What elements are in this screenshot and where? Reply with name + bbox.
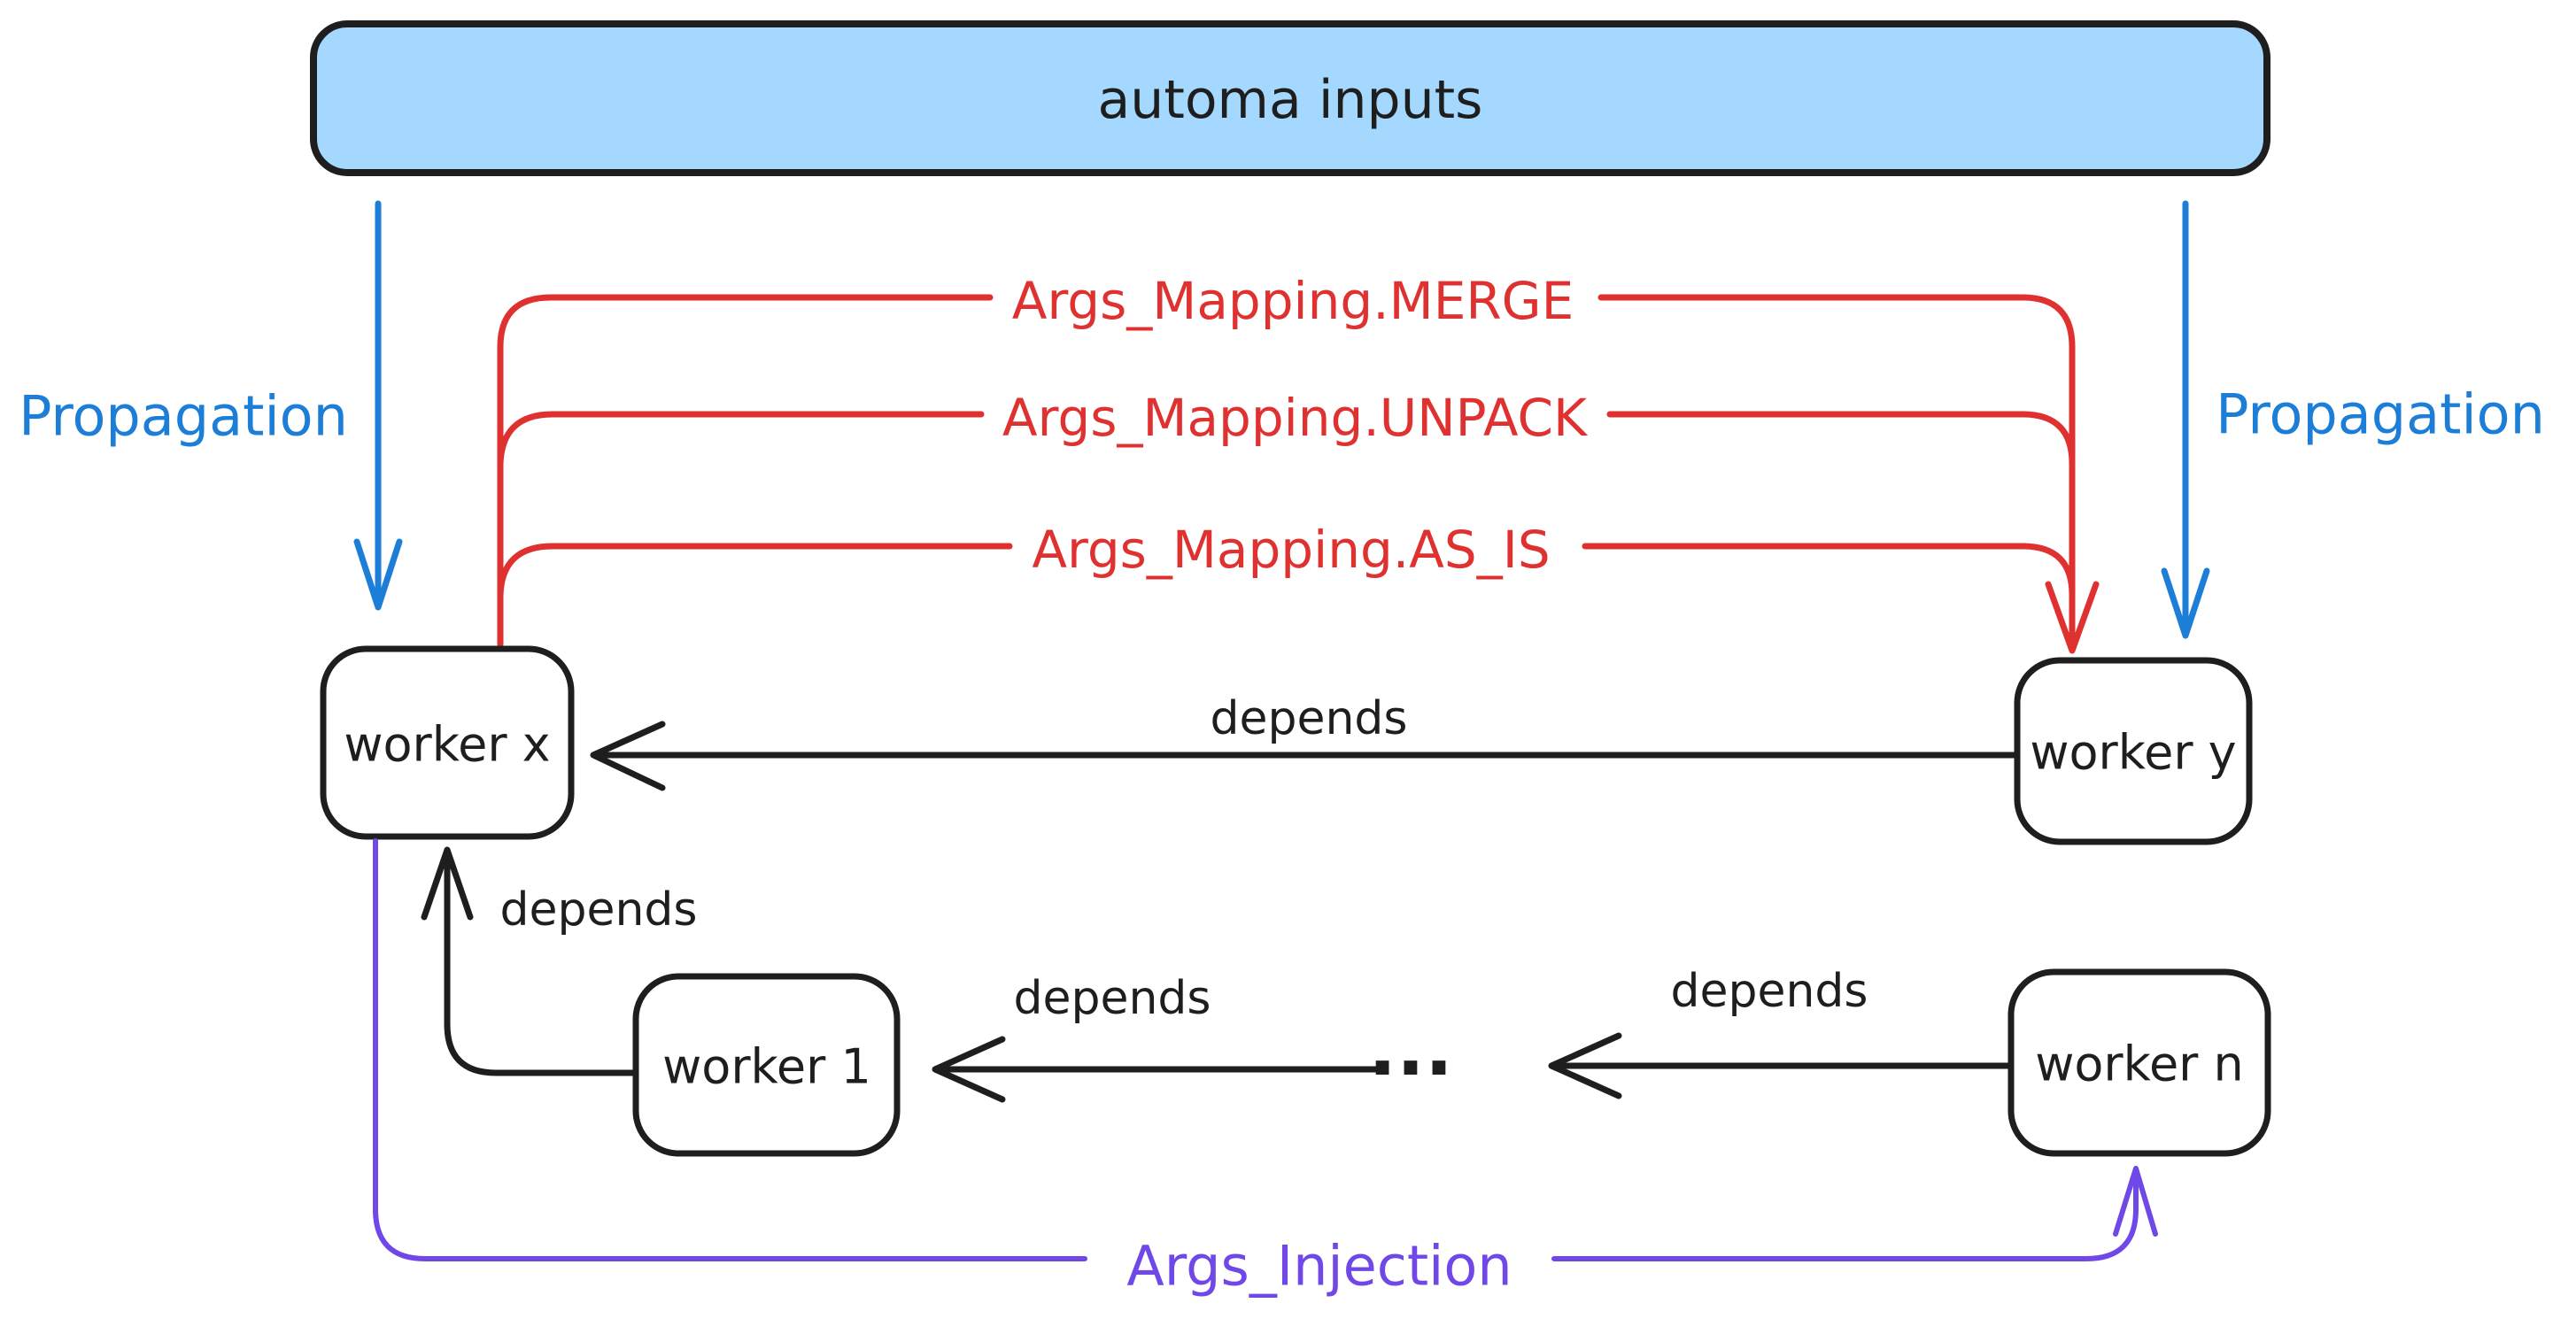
propagation-arrow-left xyxy=(353,200,403,611)
args-mapping-asis-label: Args_Mapping.AS_IS xyxy=(1032,520,1550,580)
depends-arrow-1-to-x-head xyxy=(421,846,474,921)
depends-arrow-dots-to-1-head xyxy=(932,1036,1006,1103)
args-mapping-unpack-label: Args_Mapping.UNPACK xyxy=(1002,388,1589,448)
args-mapping-arrow-head xyxy=(2045,581,2100,654)
args-injection-arrow-head xyxy=(2113,1166,2158,1237)
args-injection-label: Args_Injection xyxy=(1126,1234,1512,1299)
args-injection-line-left xyxy=(373,838,1087,1261)
args-mapping-unpack-line-left xyxy=(497,411,985,467)
depends-arrow-1-to-x xyxy=(421,846,639,1076)
worker-x-label: worker x xyxy=(344,717,550,773)
depends-arrow-y-to-x-head xyxy=(590,721,666,791)
depends-label-1-to-x: depends xyxy=(499,883,697,937)
depends-label-dots-to-1: depends xyxy=(1013,972,1211,1025)
ellipsis-node: ... xyxy=(1368,1006,1453,1092)
depends-arrow-dots-to-1 xyxy=(932,1036,1385,1103)
worker-y-node: worker y xyxy=(2014,657,2253,845)
worker-x-box xyxy=(320,645,575,840)
depends-label-n-to-dots: depends xyxy=(1670,965,1868,1018)
args-mapping-merge-line-right xyxy=(1597,294,2076,351)
args-mapping-bus xyxy=(497,294,2100,654)
depends-arrow-n-to-dots xyxy=(1548,1032,2015,1099)
automa-inputs-node: automa inputs xyxy=(310,20,2270,176)
args-mapping-asis-line-left xyxy=(497,543,1013,598)
worker-x-node: worker x xyxy=(320,645,575,840)
propagation-arrow-left-head xyxy=(353,538,403,611)
args-injection-line-right xyxy=(1551,1175,2139,1261)
args-mapping-asis-line-right xyxy=(1582,543,2076,598)
worker-y-label: worker y xyxy=(2030,725,2236,781)
worker-1-node: worker 1 xyxy=(632,973,901,1157)
args-mapping-merge-label: Args_Mapping.MERGE xyxy=(1012,271,1574,331)
propagation-label-left: Propagation xyxy=(19,384,348,449)
depends-arrow-n-to-dots-head xyxy=(1548,1032,1622,1099)
automa-inputs-label: automa inputs xyxy=(1098,69,1483,131)
depends-arrow-y-to-x xyxy=(590,721,2021,791)
worker-1-box xyxy=(632,973,901,1157)
automa-inputs-box xyxy=(310,20,2270,176)
propagation-arrow-right-head xyxy=(2161,567,2210,639)
propagation-label-right: Propagation xyxy=(2216,382,2545,447)
depends-label-y-to-x: depends xyxy=(1210,692,1407,745)
worker-n-node: worker n xyxy=(2007,968,2271,1157)
depends-arrow-1-to-x-shaft xyxy=(444,850,639,1076)
worker-n-label: worker n xyxy=(2035,1037,2244,1092)
worker-1-label: worker 1 xyxy=(662,1039,871,1095)
worker-y-box xyxy=(2014,657,2253,845)
propagation-arrow-right xyxy=(2161,200,2210,639)
args-injection-arrow xyxy=(373,838,2158,1261)
args-mapping-merge-line-left xyxy=(497,294,994,351)
args-mapping-unpack-line-right xyxy=(1606,411,2076,467)
